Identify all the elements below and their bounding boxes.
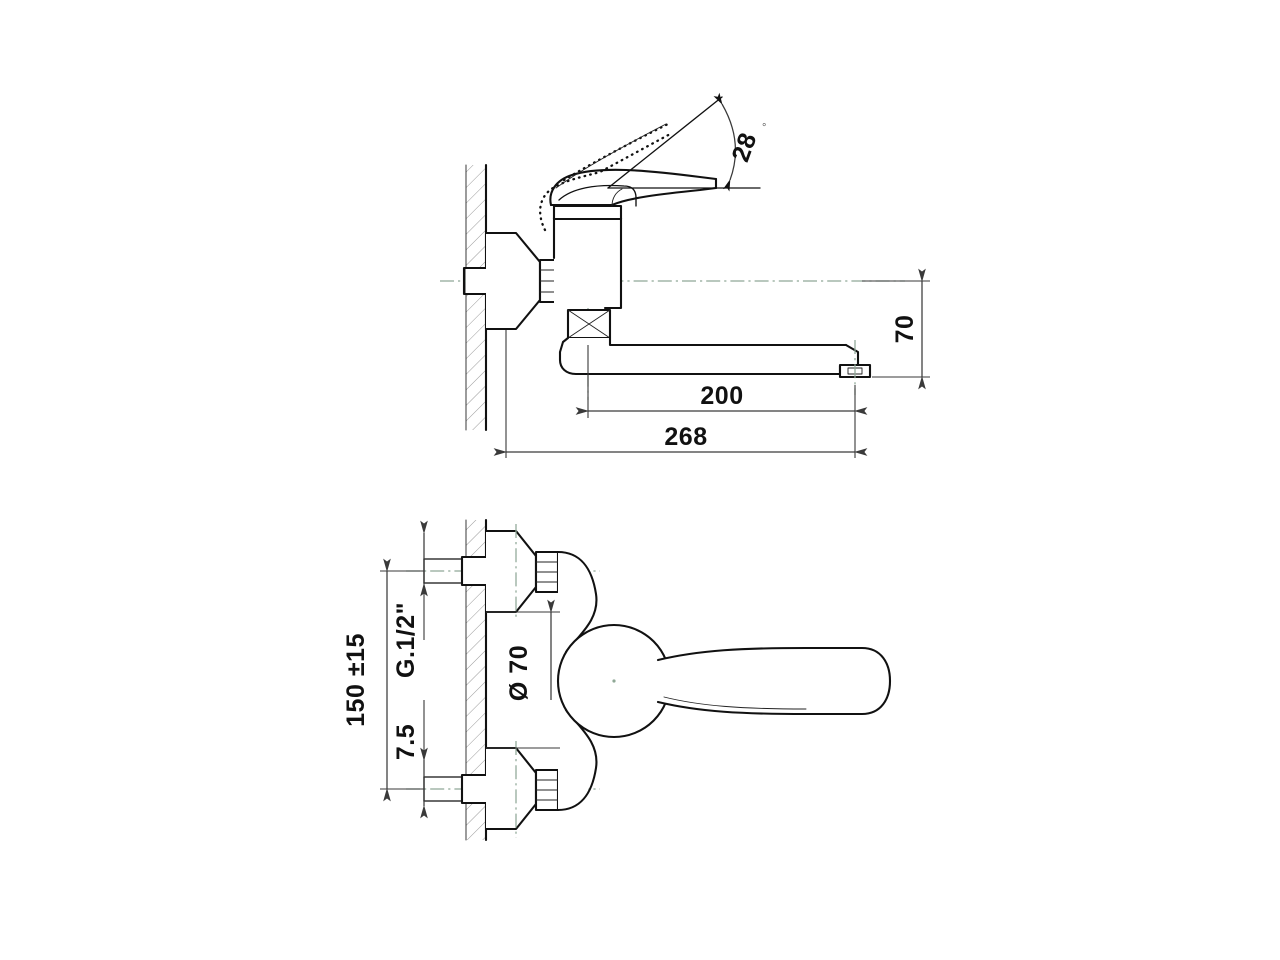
- angle-label-28: 28: [726, 129, 762, 166]
- spout-bottom-line-side: [558, 336, 842, 376]
- upper-escutcheon-plan: [484, 524, 560, 620]
- dimension-label-diameter-70: Ø 70: [505, 645, 533, 701]
- dimension-inlet-projection-7-5: 7.5: [392, 700, 428, 819]
- dimension-label-150: 150 ±15: [342, 633, 370, 727]
- dimension-label-70: 70: [891, 315, 919, 344]
- lever-open-lower-dotted-side: [539, 131, 674, 232]
- spout-top-line-side: [608, 336, 848, 347]
- lever-inner-contour-side: [558, 184, 637, 207]
- wall-hatching-plan: [466, 520, 486, 840]
- dimension-spout-height-70: 70: [862, 268, 930, 390]
- dimension-inlet-spacing-150: 150 ±15: [342, 558, 424, 802]
- spout-nose-side: [844, 343, 860, 369]
- dimension-label-7-5: 7.5: [392, 724, 420, 760]
- mixer-body-plan: [556, 550, 672, 812]
- lower-escutcheon-plan: [484, 741, 560, 838]
- plan-view: Ø 70 G.1/2" 7.5 150 ±15: [342, 518, 892, 842]
- dimension-escutcheon-diameter-70: Ø 70: [486, 599, 560, 749]
- lever-handle-outline-plan: [656, 646, 892, 716]
- body-boss-center-dot-plan: [612, 679, 616, 683]
- side-elevation-view: 28 °: [440, 92, 930, 458]
- lever-handle-inner-plan: [663, 696, 807, 710]
- lever-top-profile-side: [549, 168, 718, 207]
- dimension-spout-reach-200: 200: [575, 345, 868, 418]
- lever-handle-open-position-side: [539, 122, 674, 232]
- lever-detail-crease-side: [611, 188, 623, 207]
- wall-hatching-side: [466, 165, 486, 430]
- dimension-label-200: 200: [700, 382, 743, 410]
- dimension-thread-size: G.1/2": [392, 520, 428, 678]
- angle-arc-28: [713, 92, 737, 192]
- dimension-label-268: 268: [664, 423, 707, 451]
- spout-side: [558, 308, 872, 395]
- angle-upper-leg: [607, 96, 723, 189]
- lever-handle-plan: [656, 646, 892, 716]
- dimension-label-thread: G.1/2": [392, 602, 420, 678]
- dimension-total-reach-268: 268: [493, 330, 868, 458]
- degree-symbol-28: °: [762, 122, 766, 134]
- lever-open-upper-dotted-side: [562, 122, 670, 182]
- lever-bottom-profile-side: [549, 186, 718, 207]
- handle-cap-side: [552, 204, 623, 221]
- lever-open-guide-side: [555, 123, 667, 189]
- mixer-body-side: [552, 216, 623, 310]
- wall-section-side: [465, 163, 488, 432]
- escutcheon-side: [484, 231, 542, 331]
